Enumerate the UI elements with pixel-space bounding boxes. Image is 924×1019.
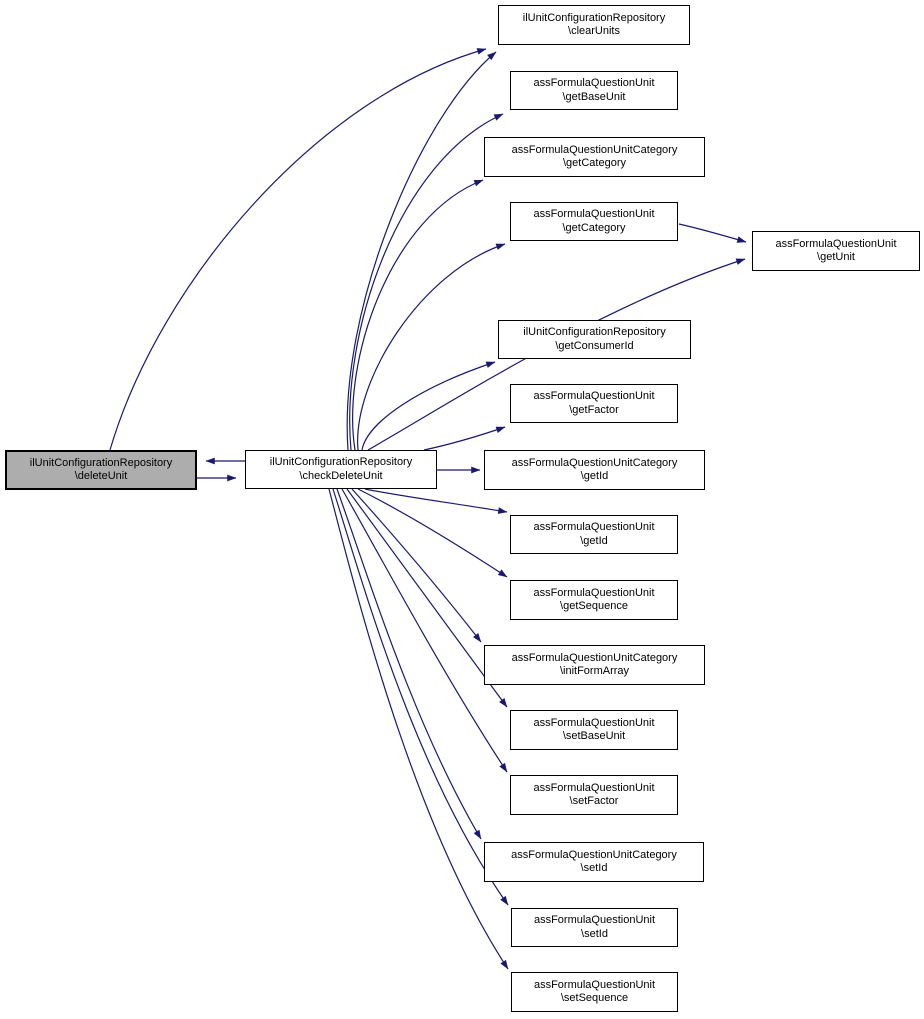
node-getCategoryUnit[interactable]: assFormulaQuestionUnit\getCategory [510,202,678,241]
edge-checkDeleteUnit-to-getCategoryUnit [357,243,506,451]
node-method-label: \getBaseUnit [562,90,626,103]
node-class-label: assFormulaQuestionUnit [533,77,655,89]
edge-checkDeleteUnit-to-getConsumerId [361,361,496,451]
edge-checkDeleteUnit-to-getBaseUnit [349,113,504,451]
edge-checkDeleteUnit-to-setBaseUnit [346,488,508,708]
node-getConsumerId[interactable]: ilUnitConfigurationRepository\getConsume… [498,320,691,359]
node-getBaseUnit[interactable]: assFormulaQuestionUnit\getBaseUnit [510,71,678,110]
node-class-label: assFormulaQuestionUnit [533,390,655,402]
node-method-label: \getCategory [563,157,626,169]
edge-deleteUnit-to-clearUnits [109,48,487,451]
node-method-label: \initFormArray [559,665,630,677]
node-setFactor[interactable]: assFormulaQuestionUnit\setFactor [510,775,678,815]
node-class-label: assFormulaQuestionUnit [533,208,655,220]
node-method-label: \getId [580,470,609,482]
node-getUnit[interactable]: assFormulaQuestionUnit\getUnit [752,231,920,271]
edge-checkDeleteUnit-to-setIdUnit [332,488,509,906]
node-method-label: \getFactor [569,403,619,416]
node-initFormArray[interactable]: assFormulaQuestionUnitCategory\initFormA… [484,645,705,685]
node-class-label: assFormulaQuestionUnit [533,521,655,533]
edge-checkDeleteUnit-to-setSequence [328,488,509,970]
node-method-label: \setId [580,862,608,874]
node-class-label: assFormulaQuestionUnitCategory [511,456,678,469]
node-class-label: ilUnitConfigurationRepository [29,456,173,469]
node-setBaseUnit[interactable]: assFormulaQuestionUnit\setBaseUnit [510,710,678,750]
node-method-label: \setBaseUnit [562,730,626,742]
edge-checkDeleteUnit-to-initFormArray [351,488,482,643]
edge-checkDeleteUnit-to-setIdCat [336,488,482,840]
node-class-label: assFormulaQuestionUnit [533,781,655,794]
node-method-label: \checkDeleteUnit [299,469,383,482]
node-method-label: \getId [580,534,608,547]
node-class-label: assFormulaQuestionUnitCategory [511,651,678,664]
node-method-label: \getSequence [560,600,628,612]
node-setIdUnit[interactable]: assFormulaQuestionUnit\setId [511,908,678,947]
node-class-label: assFormulaQuestionUnitCategory [511,143,678,156]
node-class-label: assFormulaQuestionUnit [533,914,656,926]
node-class-label: assFormulaQuestionUnitCategory [511,848,677,861]
node-class-label: assFormulaQuestionUnit [533,716,655,729]
node-getCategoryCat[interactable]: assFormulaQuestionUnitCategory\getCatego… [484,137,705,177]
node-getIdCat[interactable]: assFormulaQuestionUnitCategory\getId [484,450,705,490]
node-checkDeleteUnit[interactable]: ilUnitConfigurationRepository\checkDelet… [245,450,437,489]
edge-checkDeleteUnit-to-setFactor [341,488,508,773]
edge-checkDeleteUnit-to-getFactor [423,426,506,451]
node-getFactor[interactable]: assFormulaQuestionUnit\getFactor [510,384,678,423]
edge-getCategoryUnit-to-getUnit [678,223,747,243]
node-method-label: \getCategory [562,221,626,234]
node-method-label: \setFactor [569,795,619,807]
node-class-label: ilUnitConfigurationRepository [523,326,666,338]
node-getSequence[interactable]: assFormulaQuestionUnit\getSequence [510,580,678,620]
node-method-label: \getConsumerId [555,339,634,352]
node-getIdUnit[interactable]: assFormulaQuestionUnit\getId [510,515,678,554]
node-class-label: assFormulaQuestionUnit [775,237,897,250]
node-method-label: \deleteUnit [74,470,128,482]
node-clearUnits[interactable]: ilUnitConfigurationRepository\clearUnits [498,5,690,45]
node-class-label: ilUnitConfigurationRepository [522,11,666,24]
node-setIdCat[interactable]: assFormulaQuestionUnitCategory\setId [484,842,704,882]
node-setSequence[interactable]: assFormulaQuestionUnit\setSequence [511,972,678,1012]
node-deleteUnit[interactable]: ilUnitConfigurationRepository\deleteUnit [5,450,197,490]
node-class-label: ilUnitConfigurationRepository [269,456,413,468]
edge-checkDeleteUnit-to-clearUnits [346,51,497,451]
edge-checkDeleteUnit-to-getIdUnit [364,488,508,514]
node-method-label: \setId [581,927,608,940]
node-method-label: \clearUnits [568,25,620,37]
edge-checkDeleteUnit-to-getSequence [357,488,508,578]
node-class-label: assFormulaQuestionUnit [533,978,656,991]
node-method-label: \getUnit [817,251,855,263]
node-method-label: \setSequence [560,992,629,1004]
edge-checkDeleteUnit-to-getCategoryCat [352,179,484,451]
node-class-label: assFormulaQuestionUnit [533,586,655,599]
